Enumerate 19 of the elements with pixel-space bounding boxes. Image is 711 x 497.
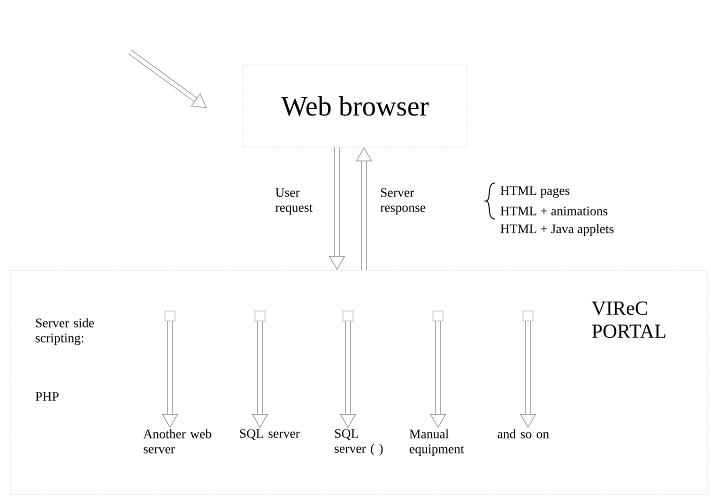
- target-label: Another web server: [143, 429, 212, 454]
- connector-square: [254, 310, 266, 322]
- note-text: Server side scripting:: [36, 318, 94, 346]
- edge-label: Server response: [380, 188, 426, 215]
- target-label: Manual equipment: [410, 429, 464, 456]
- list-item: HTML + animations: [500, 206, 608, 216]
- list-item: HTML pages: [500, 186, 570, 198]
- connector-square: [164, 310, 176, 322]
- browser-box: Web browser: [242, 64, 468, 148]
- connector-square: [522, 310, 534, 322]
- note-text: PHP: [36, 392, 59, 401]
- connector-square: [342, 310, 354, 322]
- target-label: SQL server: [240, 429, 300, 440]
- target-label: SQL server ( ): [334, 429, 383, 456]
- connector-square: [432, 310, 444, 322]
- edge-label: User request: [275, 188, 313, 214]
- list-item: HTML + Java applets: [500, 224, 614, 236]
- hollow-arrow: [128, 50, 207, 108]
- target-label: and so on: [498, 429, 549, 438]
